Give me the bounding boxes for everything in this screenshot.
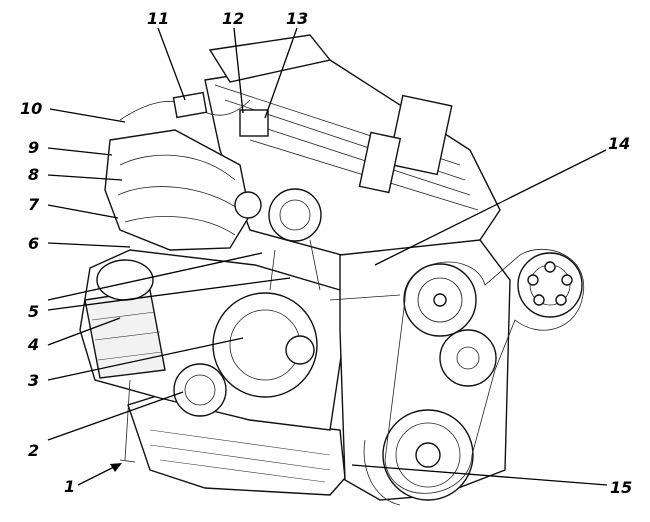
leader-6 bbox=[47, 242, 131, 248]
callout-8: 8 bbox=[28, 165, 39, 184]
callout-3: 3 bbox=[28, 371, 39, 390]
leader-10 bbox=[49, 108, 126, 123]
leader-1 bbox=[77, 464, 119, 486]
leader-11 bbox=[157, 27, 186, 101]
callout-10: 10 bbox=[20, 99, 42, 118]
callout-11: 11 bbox=[147, 9, 169, 28]
leader-14 bbox=[374, 149, 607, 266]
leader-8 bbox=[47, 174, 123, 181]
callout-labels: 1 2 3 4 5 6 7 8 9 10 11 12 13 14 15 bbox=[20, 9, 632, 497]
throttle-body bbox=[268, 188, 322, 242]
callout-13: 13 bbox=[286, 9, 308, 28]
leader-5b bbox=[47, 277, 291, 311]
callout-9: 9 bbox=[28, 138, 39, 157]
leader-12 bbox=[233, 27, 244, 114]
callout-1: 1 bbox=[64, 477, 75, 496]
intake-manifold bbox=[104, 129, 251, 251]
leader-3 bbox=[47, 337, 244, 381]
callout-4: 4 bbox=[27, 335, 39, 354]
leader-5a bbox=[47, 252, 263, 301]
leader-9 bbox=[47, 147, 113, 156]
callout-7: 7 bbox=[28, 195, 40, 214]
drive-belt bbox=[384, 248, 585, 494]
arrow-1 bbox=[110, 463, 122, 472]
callout-5: 5 bbox=[28, 302, 39, 321]
callout-15: 15 bbox=[610, 478, 632, 497]
starter-motor bbox=[173, 363, 227, 417]
leader-13 bbox=[264, 27, 298, 119]
callout-12: 12 bbox=[222, 9, 244, 28]
leader-4 bbox=[47, 317, 121, 346]
tensioner-pulley bbox=[439, 329, 497, 387]
callout-2: 2 bbox=[28, 441, 39, 460]
leader-lines bbox=[47, 27, 608, 486]
leader-2 bbox=[47, 391, 184, 441]
cam-cover bbox=[208, 34, 332, 83]
leader-15 bbox=[351, 464, 608, 486]
engine-artwork bbox=[79, 34, 585, 506]
leader-7 bbox=[47, 204, 119, 219]
callout-14: 14 bbox=[608, 134, 630, 153]
callout-6: 6 bbox=[28, 234, 39, 253]
cylinder-head bbox=[204, 59, 501, 261]
